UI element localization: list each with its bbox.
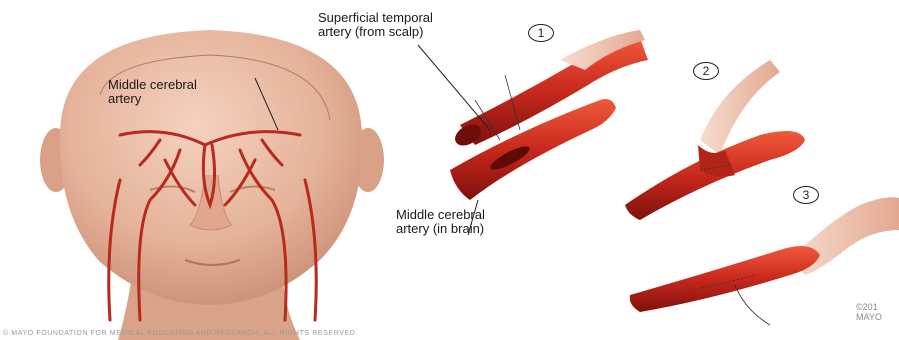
copyright-notice: © MAYO FOUNDATION FOR MEDICAL EDUCATION …: [3, 330, 358, 337]
recipient-artery-step3: [630, 246, 820, 312]
step-1-marker: 1: [528, 24, 554, 42]
suture-thread-3: [735, 285, 770, 325]
pointer-temporal: [418, 45, 490, 130]
superficial-temporal-artery-label: Superficial temporal artery (from scalp): [318, 11, 433, 39]
step-3-marker: 3: [793, 186, 819, 204]
middle-cerebral-brain-label: Middle cerebral artery (in brain): [396, 208, 485, 236]
middle-cerebral-artery-label: Middle cerebral artery: [108, 78, 197, 106]
head-illustration: [40, 30, 384, 340]
step-2-marker: 2: [693, 62, 719, 80]
corner-copyright-mark: ©201 MAYO: [856, 302, 882, 322]
step2-illustration: [625, 60, 805, 220]
step1-illustration: [418, 30, 648, 235]
